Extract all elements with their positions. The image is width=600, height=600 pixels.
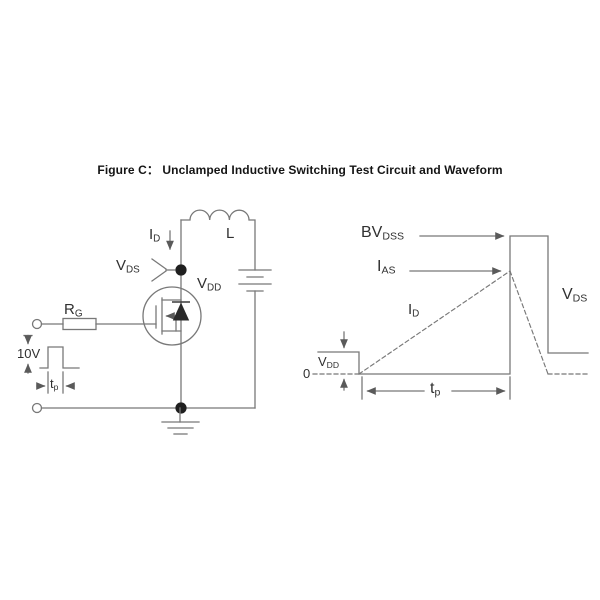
inductor-label: L	[226, 225, 235, 242]
vds-probe	[151, 258, 176, 282]
source-node-dot	[175, 402, 187, 414]
label-subscript: p	[434, 386, 441, 399]
label-text: I	[149, 226, 154, 243]
drain-node-dot	[175, 264, 187, 276]
label-subscript: DSS	[382, 230, 405, 243]
label-text: BV	[361, 224, 383, 241]
inductor-coil	[180, 209, 256, 271]
battery-symbol	[238, 269, 272, 292]
mosfet-symbol	[142, 286, 202, 346]
vdd-circuit-label: VDD	[197, 276, 221, 293]
label-text: V	[318, 354, 327, 369]
label-text: I	[377, 258, 382, 275]
vds-waveform-label: VDS	[562, 287, 587, 304]
drain-current-label: ID	[149, 227, 160, 244]
ground-symbol	[161, 407, 200, 435]
bvdss-label: BVDSS	[361, 225, 404, 242]
label-text: I	[408, 301, 413, 318]
probe-line	[151, 258, 167, 270]
vds-circuit-label: VDS	[116, 258, 140, 275]
label-subscript: p	[53, 382, 59, 393]
body-diode-triangle	[172, 302, 190, 321]
label-subscript: D	[153, 233, 161, 245]
id-ramp-dashed	[358, 270, 511, 375]
pulse-width-label: tp	[50, 377, 58, 392]
zero-level-label: 0	[303, 366, 311, 381]
vdd-waveform-label: VDD	[318, 355, 339, 370]
label-subscript: G	[74, 308, 83, 320]
label-subscript: DS	[572, 292, 588, 305]
label-subscript: DD	[207, 282, 222, 294]
label-subscript: D	[412, 308, 420, 320]
waveform-diagram	[312, 232, 589, 400]
gate-resistor-label: RG	[64, 302, 83, 319]
pulse-amplitude-label: 10V	[17, 346, 41, 361]
label-text: V	[116, 257, 127, 274]
label-text: t	[430, 380, 435, 397]
id-fall-dashed	[509, 270, 549, 375]
figure-title: Figure C： Unclamped Inductive Switching …	[97, 163, 503, 177]
input-terminal-top	[31, 318, 43, 330]
pulse-width-dimension	[36, 371, 75, 394]
label-subscript: DD	[326, 360, 340, 371]
pulse-width-waveform-label: tp	[430, 381, 440, 398]
label-text: R	[64, 301, 75, 318]
probe-line	[151, 270, 167, 282]
label-text: V	[197, 275, 208, 292]
gate-pulse-waveform	[39, 346, 80, 369]
ias-label: IAS	[377, 259, 396, 276]
vds-waveform-trace	[317, 235, 589, 375]
label-subscript: AS	[381, 264, 396, 277]
label-subscript: DS	[126, 264, 140, 276]
circuit-diagram	[23, 209, 272, 435]
id-waveform-label: ID	[408, 302, 419, 319]
label-text: V	[562, 286, 573, 303]
input-terminal-bottom	[31, 402, 43, 414]
pulse-amplitude-dimension	[23, 334, 33, 374]
pulse-width-dimension-waveform	[361, 376, 511, 400]
mosfet-circle	[142, 286, 202, 346]
gate-resistor-body	[62, 317, 97, 331]
label-text: t	[50, 376, 54, 391]
